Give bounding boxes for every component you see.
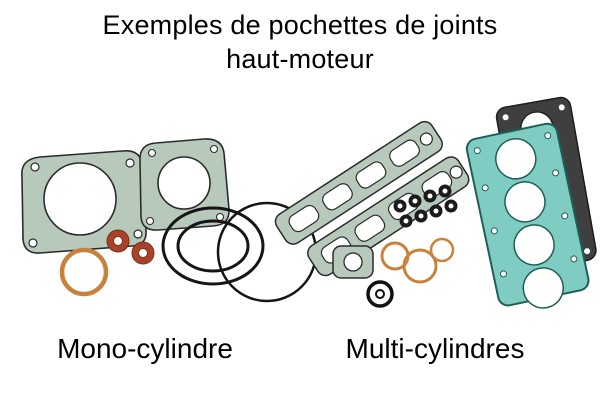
bolt-hole xyxy=(544,131,552,139)
cylinder-bore-hole xyxy=(513,223,555,266)
bolt-hole xyxy=(584,247,591,254)
bolt-hole xyxy=(502,113,509,120)
black-o-ring-outer xyxy=(161,206,265,286)
orange-o-ring xyxy=(402,248,438,284)
red-washer xyxy=(106,229,130,253)
mono-cylinder-gasket-set xyxy=(21,137,318,302)
valve-stem-seals xyxy=(393,184,458,228)
orange-o-ring xyxy=(59,247,109,296)
caption-multi-cylindres: Multi-cylindres xyxy=(345,332,525,364)
cylinder-bore-hole xyxy=(522,266,565,309)
bolt-hole xyxy=(481,183,489,191)
page-title: Exemples de pochettes de joints haut-mot… xyxy=(0,0,600,77)
multi-cylinder-gasket-set xyxy=(274,96,597,309)
bolt-hole xyxy=(561,211,569,219)
bolt-hole xyxy=(490,226,498,234)
bolt-hole xyxy=(570,254,578,262)
bolt-hole xyxy=(499,269,507,277)
bolt-hole xyxy=(147,148,157,157)
cylinder-bore-hole xyxy=(495,137,537,180)
black-seal xyxy=(366,279,394,308)
caption-mono-cylindre: Mono-cylindre xyxy=(57,332,233,364)
gasket-kits-illustration xyxy=(21,96,597,309)
bolt-hole xyxy=(473,146,481,154)
title-line2: haut-moteur xyxy=(226,44,374,75)
bolt-hole xyxy=(209,144,219,153)
orange-o-ring xyxy=(429,237,455,262)
small-green-gasket xyxy=(332,244,374,279)
bolt-hole xyxy=(133,228,143,239)
bolt-hole xyxy=(215,212,225,221)
red-washer xyxy=(131,241,155,265)
black-o-ring-inner xyxy=(176,219,250,273)
teal-head-gasket xyxy=(465,122,590,309)
bolt-hole xyxy=(145,216,155,225)
bolt-hole xyxy=(125,157,135,168)
bolt-hole xyxy=(558,103,565,110)
cylinder-bore-hole xyxy=(504,180,546,223)
mono-head-gasket-bore-hole xyxy=(43,161,117,236)
bolt-hole xyxy=(552,168,560,176)
cover-gasket xyxy=(274,120,443,245)
mono-base-gasket-hole xyxy=(157,155,211,210)
captions-row: Mono-cylindre Multi-cylindres xyxy=(0,329,600,399)
bolt-hole xyxy=(28,237,38,248)
title-line1: Exemples de pochettes de joints xyxy=(102,10,498,40)
bolt-hole xyxy=(30,161,40,172)
